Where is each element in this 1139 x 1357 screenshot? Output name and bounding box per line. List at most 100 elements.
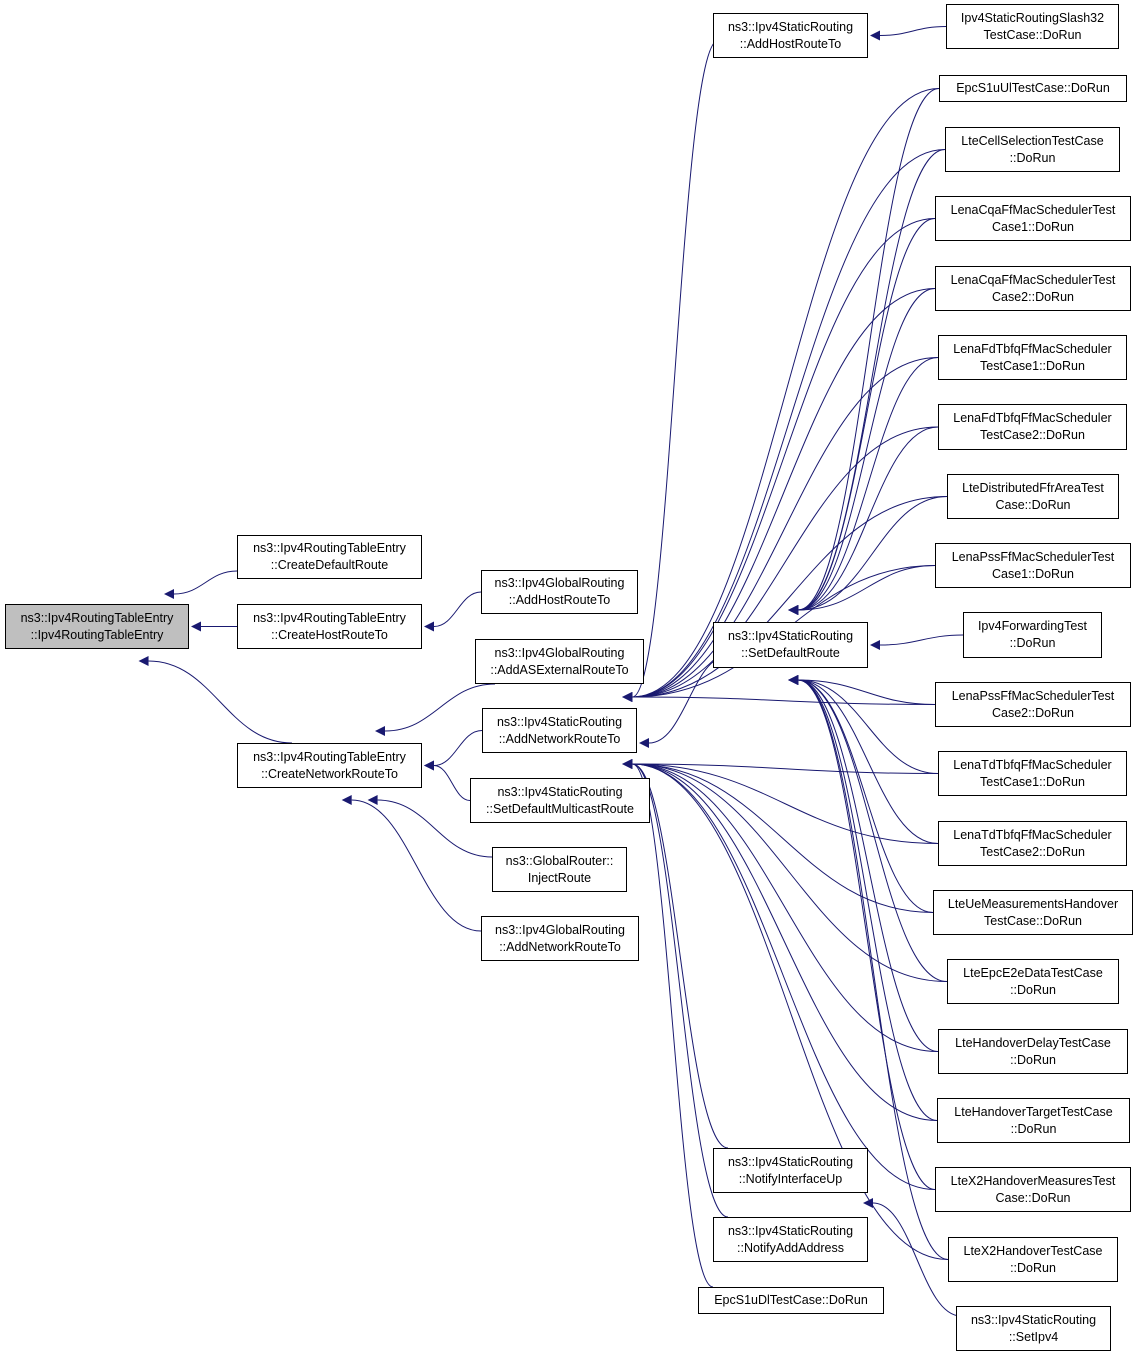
- node-lena-fd-tbfq-ff-mac-scheduler-test-case1-dorun[interactable]: LenaFdTbfqFfMacScheduler TestCase1::DoRu…: [938, 335, 1127, 380]
- node-label-line: ns3::Ipv4StaticRouting: [727, 1154, 854, 1169]
- node-label-line: LteHandoverDelayTestCase: [955, 1035, 1111, 1050]
- edge-cqa2-calls-staticSetDefault: [788, 288, 936, 615]
- node-global-routing-add-network-route-to[interactable]: ns3::Ipv4GlobalRouting ::AddNetworkRoute…: [481, 916, 639, 961]
- node-lte-cell-selection-test-case-dorun[interactable]: LteCellSelectionTestCase ::DoRun: [945, 127, 1120, 172]
- node-create-host-route-to[interactable]: ns3::Ipv4RoutingTableEntry ::CreateHostR…: [237, 604, 422, 649]
- node-lte-x2-handover-measures-test-case-dorun[interactable]: LteX2HandoverMeasuresTest Case::DoRun: [935, 1167, 1131, 1212]
- node-label-line: ::NotifyAddAddress: [737, 1240, 844, 1255]
- edge-createNetwork-calls-root: [138, 656, 293, 744]
- node-label-line: EpcS1uDlTestCase::DoRun: [714, 1293, 868, 1307]
- node-lte-ue-measurements-handover-test-case-dorun[interactable]: LteUeMeasurementsHandover TestCase::DoRu…: [933, 890, 1133, 935]
- node-label-line: ns3::Ipv4RoutingTableEntry: [253, 541, 406, 555]
- edge-cqa1-calls-staticSetDefault: [788, 218, 936, 615]
- edge-globalRouterInject-calls-createNetwork: [367, 795, 493, 858]
- node-static-routing-set-ipv4[interactable]: ns3::Ipv4StaticRouting ::SetIpv4: [956, 1306, 1111, 1351]
- node-label-line: TestCase2::DoRun: [980, 428, 1085, 442]
- node-label-line: ns3::Ipv4StaticRouting: [497, 784, 623, 799]
- edge-fdtb2-calls-staticAddNetwork: [622, 426, 939, 702]
- node-lte-handover-target-test-case-dorun[interactable]: LteHandoverTargetTestCase ::DoRun: [937, 1098, 1130, 1143]
- node-lena-fd-tbfq-ff-mac-scheduler-test-case2-dorun[interactable]: LenaFdTbfqFfMacScheduler TestCase2::DoRu…: [938, 404, 1127, 450]
- node-label-line: ::SetDefaultRoute: [741, 646, 840, 660]
- node-epc-s1u-dl-test-case-dorun[interactable]: EpcS1uDlTestCase::DoRun: [698, 1287, 884, 1314]
- node-label-line: LteCellSelectionTestCase: [961, 133, 1104, 148]
- node-lte-distributed-ffr-area-test-case-dorun[interactable]: LteDistributedFfrAreaTest Case::DoRun: [947, 474, 1119, 519]
- node-lena-td-tbfq-ff-mac-scheduler-test-case2-dorun[interactable]: LenaTdTbfqFfMacScheduler TestCase2::DoRu…: [938, 821, 1127, 866]
- node-label-line: ns3::Ipv4StaticRouting: [970, 1312, 1097, 1327]
- node-label-line: LteX2HandoverMeasuresTest: [950, 1173, 1116, 1188]
- node-lte-x2-handover-test-case-dorun[interactable]: LteX2HandoverTestCase ::DoRun: [948, 1237, 1118, 1282]
- edge-slash32-calls-staticAddHost: [870, 26, 947, 41]
- edge-epcUl-calls-staticAddNetwork: [622, 88, 940, 702]
- node-label-line: ::AddNetworkRouteTo: [498, 731, 621, 746]
- node-label-line: ns3::Ipv4RoutingTableEntry: [20, 610, 174, 625]
- edge-globalAddAS-calls-createNetwork: [375, 683, 496, 736]
- node-label-line: Case::DoRun: [995, 497, 1071, 512]
- node-create-network-route-to[interactable]: ns3::Ipv4RoutingTableEntry ::CreateNetwo…: [237, 743, 422, 788]
- node-label-line: ns3::Ipv4GlobalRouting: [494, 576, 625, 590]
- node-lte-handover-delay-test-case-dorun[interactable]: LteHandoverDelayTestCase ::DoRun: [938, 1029, 1128, 1074]
- node-static-routing-set-default-multicast-route[interactable]: ns3::Ipv4StaticRouting ::SetDefaultMulti…: [470, 778, 650, 823]
- edge-staticSetDefMcast-calls-createNetwork: [424, 760, 471, 801]
- node-label-line: ::CreateDefaultRoute: [270, 558, 389, 572]
- node-label-line: Case1::DoRun: [992, 219, 1074, 234]
- node-label-line: LenaTdTbfqFfMacScheduler: [953, 827, 1112, 842]
- node-ipv4-static-routing-slash32-test-case-dorun[interactable]: Ipv4StaticRoutingSlash32 TestCase::DoRun: [946, 4, 1119, 49]
- node-label-line: ns3::Ipv4StaticRouting: [727, 629, 854, 643]
- edge-x2Ho-calls-staticAddNetwork: [622, 759, 949, 1260]
- edge-globalAddNetwork-calls-createNetwork: [341, 795, 482, 932]
- node-lte-epc-e2e-data-test-case-dorun[interactable]: LteEpcE2eDataTestCase ::DoRun: [947, 959, 1119, 1004]
- node-label-line: ns3::Ipv4StaticRouting: [727, 19, 854, 34]
- node-label-line: LteEpcE2eDataTestCase: [963, 965, 1103, 980]
- node-static-routing-add-network-route-to[interactable]: ns3::Ipv4StaticRouting ::AddNetworkRoute…: [482, 708, 637, 753]
- edge-globalAddHost-calls-createHost: [424, 591, 482, 632]
- node-static-routing-notify-interface-up[interactable]: ns3::Ipv4StaticRouting ::NotifyInterface…: [713, 1148, 868, 1193]
- node-static-routing-add-host-route-to[interactable]: ns3::Ipv4StaticRouting ::AddHostRouteTo: [713, 13, 868, 58]
- node-label-line: ::AddHostRouteTo: [739, 36, 842, 51]
- node-label-line: ::DoRun: [1010, 1121, 1057, 1136]
- node-global-routing-add-host-route-to[interactable]: ns3::Ipv4GlobalRouting ::AddHostRouteTo: [481, 570, 638, 614]
- edge-x2Meas-calls-staticAddNetwork: [622, 759, 936, 1190]
- node-label-line: ::Ipv4RoutingTableEntry: [30, 627, 164, 642]
- node-label-line: Ipv4StaticRoutingSlash32: [960, 10, 1105, 25]
- edge-cellSel-calls-staticAddNetwork: [622, 149, 946, 702]
- node-label-line: ns3::Ipv4StaticRouting: [727, 1223, 854, 1238]
- node-label-line: LenaFdTbfqFfMacScheduler: [953, 411, 1112, 425]
- node-create-default-route[interactable]: ns3::Ipv4RoutingTableEntry ::CreateDefau…: [237, 535, 422, 579]
- node-label-line: LteDistributedFfrAreaTest: [962, 480, 1104, 495]
- node-static-routing-set-default-route[interactable]: ns3::Ipv4StaticRouting ::SetDefaultRoute: [713, 622, 868, 668]
- node-label-line: ::AddASExternalRouteTo: [490, 662, 629, 677]
- edge-tdtb1-calls-staticAddNetwork: [622, 759, 939, 774]
- edge-hoTarget-calls-staticSetDefault: [788, 675, 938, 1121]
- node-lena-cqa-ff-mac-scheduler-test-case2-dorun[interactable]: LenaCqaFfMacSchedulerTest Case2::DoRun: [935, 266, 1131, 311]
- node-label-line: LenaFdTbfqFfMacScheduler: [953, 341, 1112, 356]
- node-label-line: ::DoRun: [1009, 636, 1056, 650]
- node-global-router-inject-route[interactable]: ns3::GlobalRouter:: InjectRoute: [492, 847, 627, 892]
- node-lena-cqa-ff-mac-scheduler-test-case1-dorun[interactable]: LenaCqaFfMacSchedulerTest Case1::DoRun: [935, 196, 1131, 241]
- node-label-line: TestCase::DoRun: [984, 913, 1082, 928]
- node-epc-s1u-ul-test-case-dorun[interactable]: EpcS1uUlTestCase::DoRun: [939, 75, 1127, 102]
- edge-createDefault-calls-root: [164, 570, 238, 599]
- node-label-line: TestCase::DoRun: [983, 27, 1082, 42]
- edge-e2e-calls-staticAddNetwork: [622, 759, 948, 982]
- node-lena-td-tbfq-ff-mac-scheduler-test-case1-dorun[interactable]: LenaTdTbfqFfMacScheduler TestCase1::DoRu…: [938, 751, 1127, 796]
- edge-fdtb2-calls-staticSetDefault: [788, 426, 939, 615]
- node-lena-pss-ff-mac-scheduler-test-case1-dorun[interactable]: LenaPssFfMacSchedulerTest Case1::DoRun: [935, 543, 1131, 588]
- edge-ffr-calls-staticAddNetwork: [622, 496, 948, 702]
- edge-pss1-calls-staticSetDefault: [788, 565, 936, 615]
- node-lena-pss-ff-mac-scheduler-test-case2-dorun[interactable]: LenaPssFfMacSchedulerTest Case2::DoRun: [935, 682, 1131, 727]
- edge-ueMeas-calls-staticSetDefault: [788, 675, 934, 913]
- node-label-line: ::AddNetworkRouteTo: [499, 939, 621, 954]
- edge-pss2-calls-staticSetDefault: [788, 675, 936, 705]
- edge-tdtb2-calls-staticAddNetwork: [622, 759, 939, 844]
- node-global-routing-add-as-external-route-to[interactable]: ns3::Ipv4GlobalRouting ::AddASExternalRo…: [475, 639, 644, 684]
- node-label-line: Case::DoRun: [995, 1190, 1071, 1205]
- node-label-line: Case2::DoRun: [992, 289, 1074, 304]
- node-label-line: LenaPssFfMacSchedulerTest: [951, 549, 1115, 564]
- edge-tdtb1-calls-staticSetDefault: [788, 675, 939, 774]
- edge-fdtb1-calls-staticSetDefault: [788, 357, 939, 615]
- node-label-line: TestCase1::DoRun: [980, 774, 1085, 789]
- node-label-line: TestCase1::DoRun: [980, 358, 1085, 373]
- node-static-routing-notify-add-address[interactable]: ns3::Ipv4StaticRouting ::NotifyAddAddres…: [713, 1217, 868, 1262]
- node-ipv4-forwarding-test-dorun[interactable]: Ipv4ForwardingTest ::DoRun: [963, 612, 1102, 658]
